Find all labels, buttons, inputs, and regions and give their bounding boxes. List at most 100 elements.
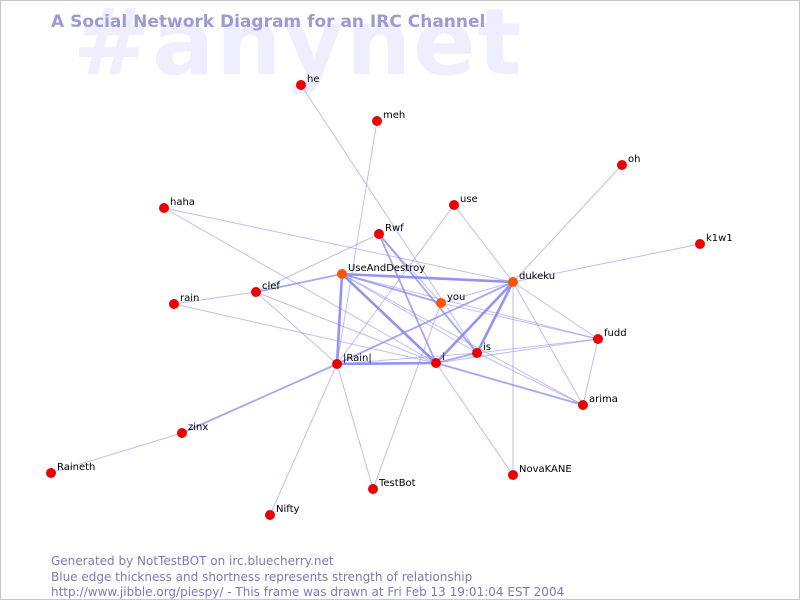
edge-Rain-TestBot: [336, 363, 374, 490]
node-dot: [508, 277, 518, 287]
edge-UseAndDestroy-arima: [341, 273, 584, 406]
edge-oh-dukeku: [512, 164, 623, 283]
edge-dukeku-is: [475, 281, 515, 354]
node-is: is: [472, 342, 491, 358]
edge-UseAndDestroy-is: [341, 273, 478, 354]
edge-Rwf-is: [378, 233, 478, 354]
node-dot: [337, 269, 347, 279]
edge-dukeku-arima: [512, 281, 584, 406]
edge-fudd-arima: [582, 338, 599, 406]
node-label: |Rain|: [343, 353, 372, 364]
edge-you-TestBot: [372, 302, 442, 490]
node-dot: [177, 428, 187, 438]
node-label: use: [460, 194, 478, 205]
node-oh: oh: [617, 154, 640, 170]
edge-UseAndDestroy-clef: [255, 273, 343, 293]
edge-UseAndDestroy-Rain: [335, 273, 344, 365]
edge-rain-clef: [173, 291, 257, 305]
node-label: arima: [589, 394, 618, 405]
node-dot: [472, 348, 482, 358]
node-label: clef: [262, 281, 280, 292]
node-you: you: [436, 292, 465, 308]
edge-i-NovaKANE: [435, 362, 514, 476]
edge-dukeku-Rain: [336, 281, 514, 365]
footer-timestamp: http://www.jibble.org/piespy/ - This fra…: [51, 585, 565, 599]
edge-UseAndDestroy-dukeku: [341, 272, 514, 284]
edge-UseAndDestroy-fudd: [341, 273, 599, 340]
node-label: oh: [628, 154, 640, 165]
node-dot: [368, 484, 378, 494]
node-he: he: [296, 74, 320, 90]
edge-UseAndDestroy-you: [341, 273, 442, 304]
node-dot: [296, 80, 306, 90]
node-NovaKANE: NovaKANE: [508, 464, 572, 480]
node-dot: [695, 239, 705, 249]
edge-haha-dukeku: [163, 207, 514, 283]
edge-he-is: [300, 84, 478, 354]
node-UseAndDestroy: UseAndDestroy: [337, 263, 425, 279]
node-label: UseAndDestroy: [348, 263, 425, 274]
node-label: you: [447, 292, 465, 303]
edge-clef-i: [255, 291, 437, 364]
edge-Rain-zinx: [181, 363, 338, 434]
node-dot: [374, 229, 384, 239]
node-dot: [251, 287, 261, 297]
node-use: use: [449, 194, 478, 210]
node-arima: arima: [578, 394, 618, 410]
edge-dukeku-fudd: [512, 281, 599, 340]
node-label: meh: [383, 110, 405, 121]
edge-rain-i: [173, 303, 437, 364]
edge-dukeku-i: [435, 281, 514, 364]
node-Rwf: Rwf: [374, 223, 404, 239]
node-label: NovaKANE: [519, 464, 572, 475]
node-dot: [46, 468, 56, 478]
edge-you-fudd: [440, 302, 599, 340]
edge-is-fudd: [476, 338, 599, 354]
edge-layer: [50, 84, 701, 516]
edge-meh-Rain: [336, 120, 378, 365]
node-dukeku: dukeku: [508, 271, 555, 287]
edge-use-Rain: [336, 204, 455, 365]
node-label: haha: [170, 197, 195, 208]
node-dot: [265, 510, 275, 520]
edge-i-fudd: [435, 338, 599, 364]
node-dot: [431, 358, 441, 368]
node-dot: [436, 298, 446, 308]
node-dot: [593, 334, 603, 344]
node-Raineth: Raineth: [46, 462, 95, 478]
node-zinx: zinx: [177, 422, 208, 438]
node-label: rain: [180, 293, 199, 304]
node-label: is: [483, 342, 491, 353]
node-dot: [449, 200, 459, 210]
node-dot: [159, 203, 169, 213]
node-Rain: |Rain|: [332, 353, 372, 369]
edge-zinx-Raineth: [50, 432, 183, 474]
edge-Rain-Nifty: [269, 363, 338, 516]
node-clef: clef: [251, 281, 280, 297]
diagram-title: A Social Network Diagram for an IRC Chan…: [51, 12, 486, 32]
node-label: dukeku: [519, 271, 555, 282]
node-dot: [508, 470, 518, 480]
node-dot: [578, 400, 588, 410]
node-label: fudd: [604, 328, 627, 339]
edge-UseAndDestroy-i: [341, 273, 437, 364]
edge-dukeku-you: [440, 281, 514, 304]
node-label: zinx: [188, 422, 208, 433]
edge-Rwf-clef: [255, 233, 380, 293]
node-Nifty: Nifty: [265, 504, 300, 520]
edge-Rain-is: [336, 352, 478, 365]
node-label: k1w1: [706, 233, 733, 244]
edge-Rwf-you: [378, 233, 442, 304]
node-rain: rain: [169, 293, 199, 309]
edge-is-arima: [476, 352, 584, 406]
node-label: Nifty: [276, 504, 300, 515]
edge-i-arima: [435, 362, 584, 406]
node-dot: [372, 116, 382, 126]
node-k1w1: k1w1: [695, 233, 733, 249]
node-label: he: [307, 74, 320, 85]
node-dot: [617, 160, 627, 170]
footer-generated-by: Generated by NotTestBOT on irc.bluecherr…: [51, 554, 334, 568]
